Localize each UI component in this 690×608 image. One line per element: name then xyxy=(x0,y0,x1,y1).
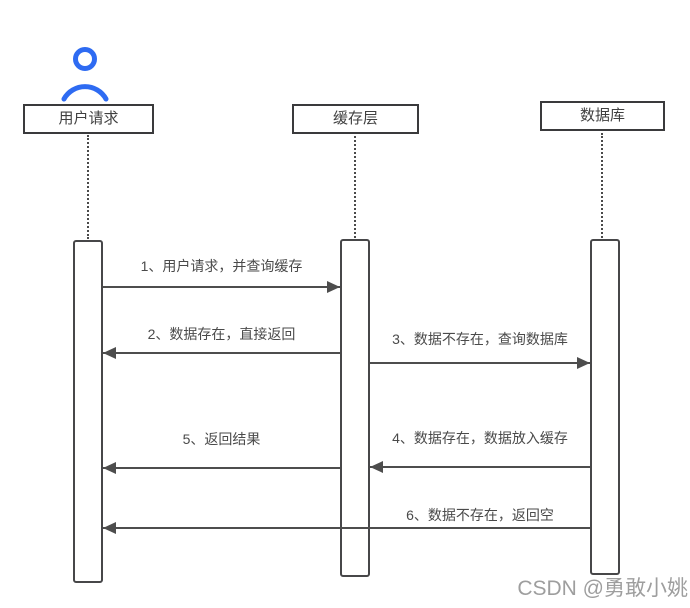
message-arrow-3 xyxy=(370,357,590,369)
activation-bar-db xyxy=(590,239,620,575)
message-arrow-5 xyxy=(103,462,340,474)
message-label-3: 3、数据不存在，查询数据库 xyxy=(392,331,568,347)
arrowhead-left-icon xyxy=(103,347,116,359)
lifeline-cache xyxy=(354,136,356,238)
lifeline-user xyxy=(87,135,89,239)
activation-bar-cache xyxy=(340,239,370,577)
actor-box-db: 数据库 xyxy=(540,101,665,131)
arrowhead-left-icon xyxy=(370,461,383,473)
person-icon xyxy=(61,47,109,102)
actor-label-cache: 缓存层 xyxy=(332,110,378,127)
message-arrow-4 xyxy=(370,461,590,473)
message-arrow-6 xyxy=(103,522,590,534)
csdn-watermark: CSDN @勇敢小姚 xyxy=(517,577,688,600)
arrowhead-left-icon xyxy=(103,462,116,474)
arrowhead-right-icon xyxy=(327,281,340,293)
message-arrow-2 xyxy=(103,347,340,359)
message-label-2: 2、数据存在，直接返回 xyxy=(147,326,296,342)
actor-box-user: 用户请求 xyxy=(23,104,154,134)
activation-bar-user xyxy=(73,240,103,583)
message-label-5: 5、返回结果 xyxy=(182,431,261,447)
actor-label-db: 数据库 xyxy=(579,107,625,124)
message-label-4: 4、数据存在，数据放入缓存 xyxy=(392,430,568,446)
arrowhead-left-icon xyxy=(103,522,116,534)
message-arrow-1 xyxy=(103,281,340,293)
message-label-1: 1、用户请求，并查询缓存 xyxy=(140,258,303,274)
actor-box-cache: 缓存层 xyxy=(292,104,419,134)
arrowhead-right-icon xyxy=(577,357,590,369)
actor-label-user: 用户请求 xyxy=(58,110,119,127)
lifeline-db xyxy=(601,133,603,238)
message-label-6: 6、数据不存在，返回空 xyxy=(406,507,554,523)
